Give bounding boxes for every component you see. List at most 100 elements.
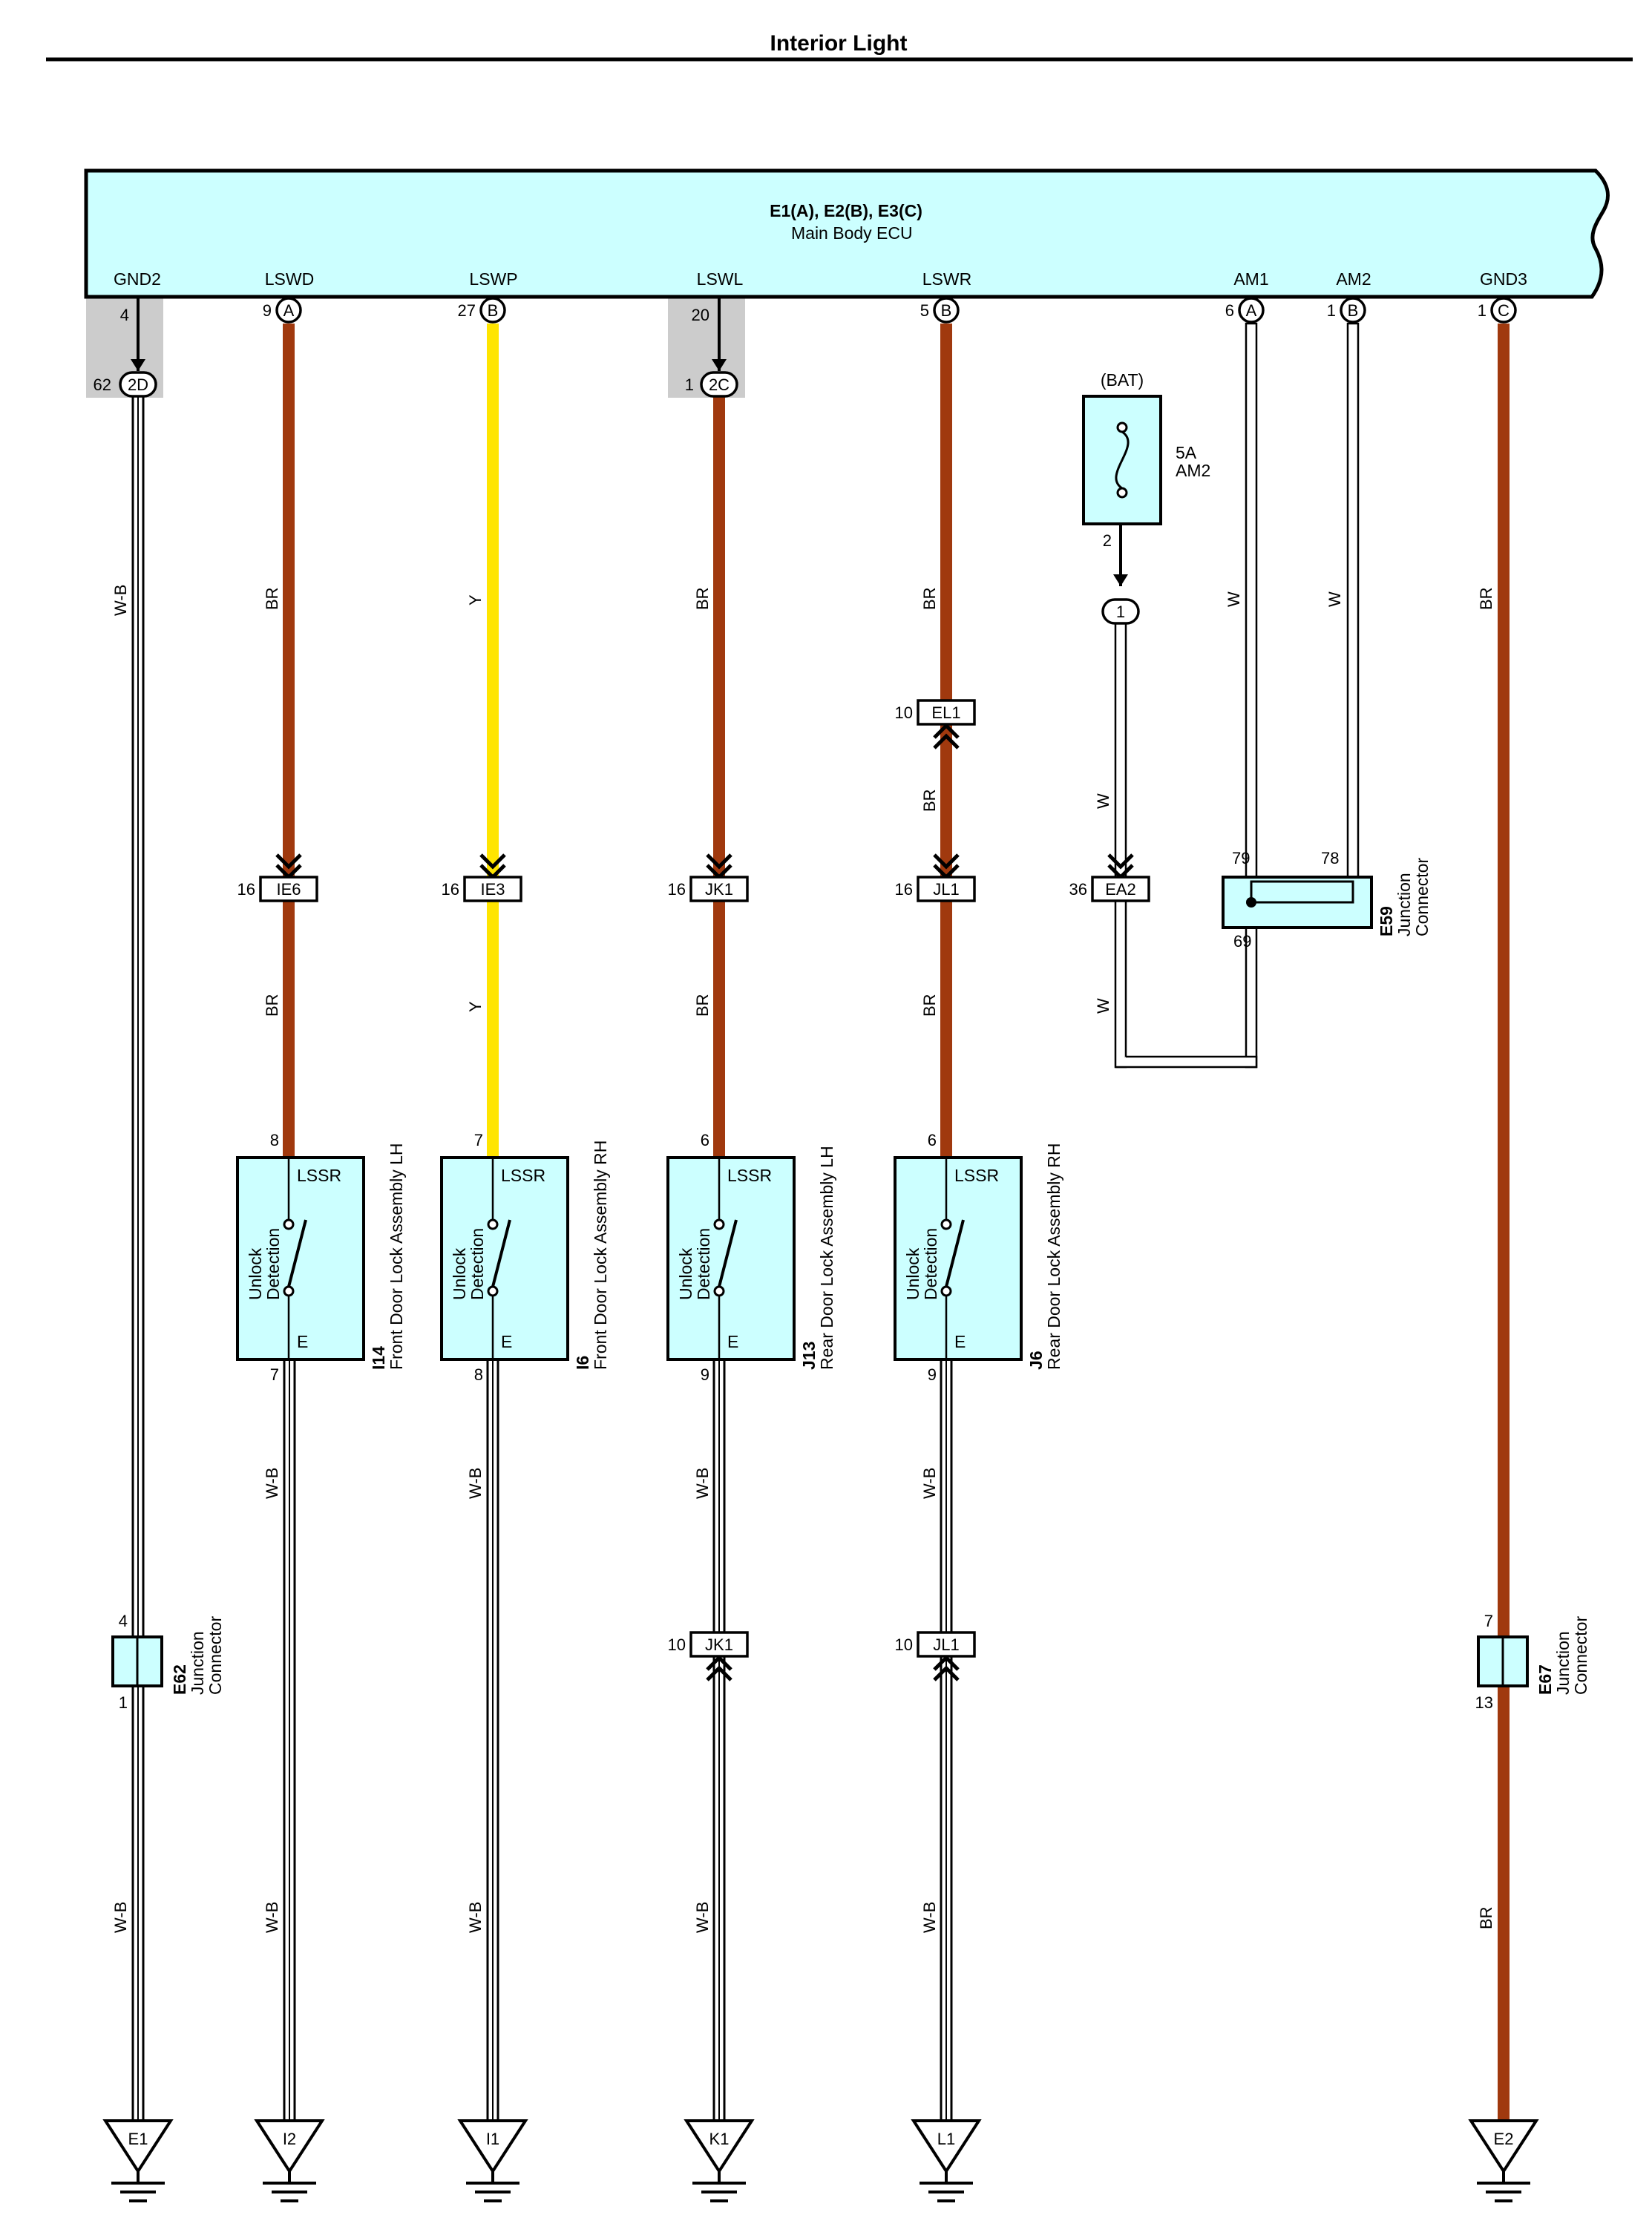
svg-text:E67: E67 (1535, 1664, 1555, 1695)
fuse-am2: (BAT) 5A AM2 2 1 (1082, 370, 1210, 625)
svg-text:1: 1 (685, 375, 694, 394)
wire-am2 (1346, 322, 1360, 880)
label-lswd-wb-bottom: W-B (263, 1902, 281, 1933)
wire-fuse-out (1114, 522, 1258, 1069)
wire-lswd-ground (283, 1358, 296, 2124)
svg-text:A: A (1246, 301, 1257, 320)
svg-text:16: 16 (442, 880, 459, 899)
svg-text:I1: I1 (486, 2130, 499, 2148)
svg-text:16: 16 (668, 880, 686, 899)
svg-text:Connector: Connector (206, 1616, 225, 1695)
svg-text:Unlock: Unlock (676, 1247, 695, 1300)
svg-text:J13: J13 (799, 1342, 819, 1370)
svg-text:(BAT): (BAT) (1101, 370, 1144, 390)
svg-text:5: 5 (920, 301, 929, 320)
svg-text:Unlock: Unlock (450, 1247, 469, 1300)
ground-i1: I1 (459, 2119, 527, 2202)
ecu-terminal-lswp: LSWP (469, 269, 517, 289)
ecu-terminal-lswl: LSWL (697, 269, 744, 289)
svg-text:Rear Door Lock Assembly RH: Rear Door Lock Assembly RH (1044, 1143, 1063, 1371)
svg-text:AM2: AM2 (1176, 461, 1210, 480)
pin-gnd3: C 1 (1478, 297, 1517, 324)
junction-e59: 79 78 69 E59 Junction Connector (1222, 849, 1432, 951)
pin-gnd2: 4 (120, 306, 129, 324)
label-gnd2-wb-bottom: W-B (111, 1902, 130, 1933)
svg-text:E: E (727, 1332, 738, 1351)
ecu-terminal-gnd3: GND3 (1480, 269, 1527, 289)
svg-text:A: A (283, 301, 295, 320)
connector-jl1-top: JL1 16 (895, 855, 976, 902)
svg-text:9: 9 (263, 301, 272, 320)
ground-e2: E2 (1469, 2119, 1538, 2202)
wire-lswl (713, 393, 725, 1158)
svg-text:B: B (488, 301, 499, 320)
svg-text:L1: L1 (937, 2130, 955, 2148)
svg-text:Unlock: Unlock (903, 1247, 922, 1300)
svg-text:79: 79 (1232, 849, 1250, 867)
label-lswd-br-top: BR (263, 587, 281, 610)
svg-text:Detection: Detection (921, 1228, 940, 1300)
svg-text:Junction: Junction (1394, 873, 1414, 936)
svg-text:EL1: EL1 (931, 703, 960, 722)
pin-am1: A 6 (1225, 297, 1265, 324)
label-am1-w: W (1225, 591, 1243, 607)
pin-lswd: A 9 (263, 297, 302, 324)
connector-jl1-bottom: JL1 10 (895, 1631, 976, 1680)
ecu-terminal-lswd: LSWD (265, 269, 314, 289)
splice-2d: 2D 62 (94, 359, 157, 398)
svg-text:JK1: JK1 (705, 880, 733, 899)
svg-text:2C: 2C (709, 375, 730, 394)
switch-i14: 8 7 LSSR E Unlock Detection I14 Front Do… (236, 1131, 406, 1384)
svg-text:LSSR: LSSR (727, 1166, 772, 1185)
svg-text:JL1: JL1 (933, 1635, 959, 1654)
svg-text:10: 10 (895, 1635, 913, 1654)
svg-text:JL1: JL1 (933, 880, 959, 899)
ground-l1: L1 (912, 2119, 980, 2202)
svg-text:I6: I6 (573, 1356, 592, 1370)
svg-text:27: 27 (458, 301, 476, 320)
svg-text:Rear Door Lock Assembly LH: Rear Door Lock Assembly LH (817, 1146, 836, 1370)
svg-text:I14: I14 (369, 1346, 388, 1370)
svg-text:LSSR: LSSR (501, 1166, 545, 1185)
svg-text:E59: E59 (1377, 906, 1396, 936)
svg-text:Connector: Connector (1571, 1616, 1590, 1695)
svg-text:Detection: Detection (263, 1228, 283, 1300)
svg-text:LSSR: LSSR (954, 1166, 999, 1185)
svg-text:K1: K1 (709, 2130, 730, 2148)
wire-lswp (487, 324, 499, 1158)
label-lswl-br-top: BR (693, 587, 712, 610)
ground-i2: I2 (255, 2119, 324, 2202)
label-lswp-y-mid: Y (466, 1001, 485, 1012)
svg-text:B: B (941, 301, 952, 320)
svg-text:J6: J6 (1026, 1351, 1046, 1370)
wire-am1 (1245, 322, 1258, 1069)
ecu-terminal-gnd2: GND2 (114, 269, 161, 289)
switch-j13: 6 9 LSSR E Unlock Detection J13 Rear Doo… (666, 1131, 836, 1384)
connector-ie6: IE6 16 (237, 855, 318, 902)
wire-gnd2 (131, 298, 145, 2124)
pin-lswl: 20 (692, 306, 709, 324)
label-lswr-br-mid: BR (920, 994, 939, 1017)
svg-text:7: 7 (1484, 1612, 1493, 1630)
svg-text:62: 62 (94, 375, 111, 394)
svg-text:20: 20 (692, 306, 709, 324)
label-lswr-br-top: BR (920, 587, 939, 610)
label-lswr-wb-bottom: W-B (920, 1902, 939, 1933)
label-lswl-wb-bottom: W-B (693, 1902, 712, 1933)
pin-lswp: B 27 (458, 297, 506, 324)
wire-lswp-ground (486, 1358, 499, 2124)
label-lswr-wb-mid: W-B (920, 1468, 939, 1499)
svg-text:EA2: EA2 (1105, 880, 1136, 899)
svg-text:1: 1 (1116, 603, 1125, 621)
svg-text:E2: E2 (1494, 2130, 1514, 2148)
svg-text:1: 1 (119, 1693, 128, 1712)
svg-text:E: E (954, 1332, 966, 1351)
svg-text:36: 36 (1069, 880, 1087, 899)
connector-ie3: IE3 16 (442, 855, 522, 902)
pin-lswr: B 5 (920, 297, 960, 324)
svg-text:6: 6 (701, 1131, 709, 1149)
connector-jk1-top: JK1 16 (668, 855, 749, 902)
switch-i6: 7 8 LSSR E Unlock Detection I6 Front Doo… (440, 1131, 610, 1384)
label-lswr-br-el1: BR (920, 789, 939, 812)
svg-text:Junction: Junction (188, 1631, 207, 1695)
